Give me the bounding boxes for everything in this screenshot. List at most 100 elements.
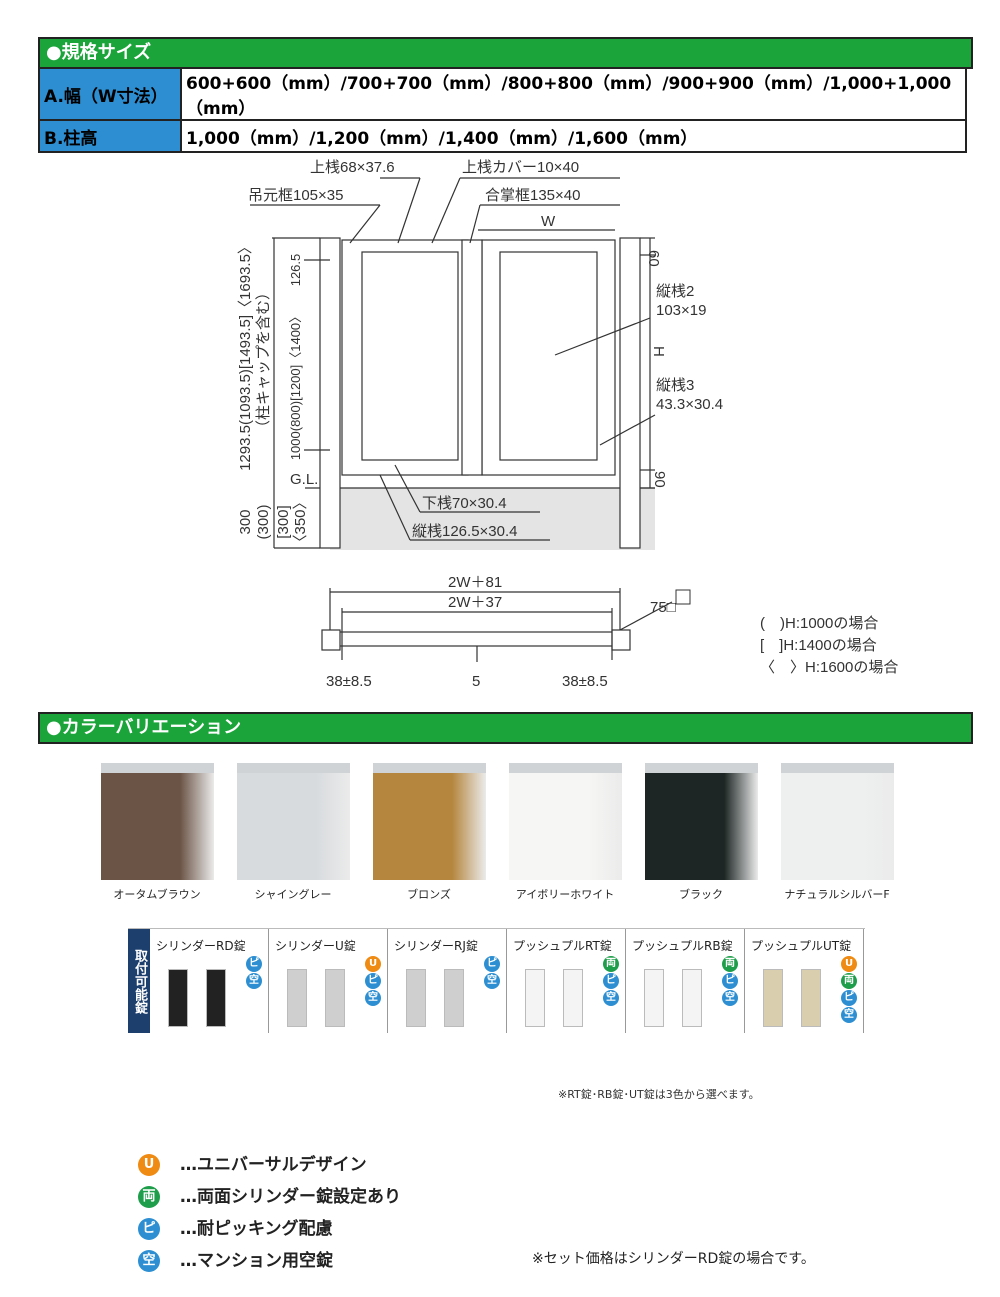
price-note: ※セット価格はシリンダーRD錠の場合です。 <box>532 1251 815 1267</box>
label-top-cover: 上桟カバー10×40 <box>462 159 579 176</box>
label-300b: (300) <box>255 504 272 539</box>
label-top-rail: 上桟68×37.6 <box>310 159 395 176</box>
color-swatch[interactable] <box>781 763 894 880</box>
lock-image <box>444 969 464 1027</box>
label-left-note: （柱キャップを含む） <box>255 285 272 435</box>
lock-name: シリンダーRJ錠 <box>394 939 478 953</box>
lock-image <box>525 969 545 1027</box>
color-name: オータムブラウン <box>113 888 201 901</box>
spec-value: 600+600（mm）/700+700（mm）/800+800（mm）/900+… <box>180 67 967 121</box>
label-h: H <box>650 346 667 357</box>
color-swatch[interactable] <box>101 763 214 880</box>
color-name: シャイングレー <box>254 888 332 901</box>
label-plan-left: 38±8.5 <box>326 673 372 690</box>
label-plan-inner: 2W＋37 <box>448 594 502 611</box>
legend-h1400: [ ]H:1400の場合 <box>760 637 877 654</box>
label-post: 75□ <box>650 599 676 616</box>
badge-icon: 空 <box>138 1250 160 1272</box>
lock-name: シリンダーU錠 <box>275 939 356 953</box>
badge-icon: 両 <box>722 956 738 972</box>
label-meeting-frame: 合掌框135×40 <box>485 187 580 204</box>
legend-text: …マンション用空錠 <box>180 1251 333 1271</box>
lock-name: プッシュプルUT錠 <box>751 939 852 953</box>
spec-header: ●規格サイズ <box>38 37 973 69</box>
label-300c: [300] <box>275 505 292 538</box>
label-350: 〈350〉 <box>292 494 309 549</box>
lock-name: プッシュプルRT錠 <box>513 939 612 953</box>
lock-item[interactable]: プッシュプルRB錠両ピ空 <box>626 929 745 1033</box>
label-left-total: 1293.5(1093.5)[1493.5]〈1693.5〉 <box>237 239 254 471</box>
color-swatch[interactable] <box>373 763 486 880</box>
legend-item: 空 …マンション用空錠 <box>138 1246 333 1272</box>
badge-icon: 空 <box>841 1007 857 1023</box>
badge-icon: 両 <box>603 956 619 972</box>
badge-icon: 空 <box>365 990 381 1006</box>
spec-key: A.幅（W寸法） <box>38 67 182 121</box>
color-header: ●カラーバリエーション <box>38 712 973 744</box>
color-name: ブラック <box>679 888 723 901</box>
label-300a: 300 <box>237 509 254 534</box>
spec-key: B.柱高 <box>38 119 182 153</box>
legend-text: …耐ピッキング配慮 <box>180 1219 333 1239</box>
color-swatch[interactable] <box>237 763 350 880</box>
color-swatch[interactable] <box>645 763 758 880</box>
label-plan-right: 38±8.5 <box>562 673 608 690</box>
spec-table: A.幅（W寸法）600+600（mm）/700+700（mm）/800+800（… <box>38 67 967 153</box>
legend-item: ピ…耐ピッキング配慮 <box>138 1214 333 1240</box>
color-name: ブロンズ <box>407 888 451 901</box>
lock-image <box>763 969 783 1027</box>
spec-value: 1,000（mm）/1,200（mm）/1,400（mm）/1,600（mm） <box>180 119 967 153</box>
badge-icon: 空 <box>246 973 262 989</box>
badge-icon: U <box>841 956 857 972</box>
label-left-h: 1000(800)[1200]〈1400〉 <box>288 310 303 460</box>
badge-icon: U <box>365 956 381 972</box>
lock-item[interactable]: シリンダーRJ錠ピ空 <box>388 929 507 1033</box>
badge-icon: ピ <box>246 956 262 972</box>
badge-icon: ピ <box>365 973 381 989</box>
label-w: W <box>541 213 556 230</box>
lock-note: ※RT錠･RB錠･UT錠は3色から選べます。 <box>558 1088 760 1101</box>
label-stile2: 縦桟2 <box>656 283 694 300</box>
badge-icon: ピ <box>841 990 857 1006</box>
badge-icon: U <box>138 1154 160 1176</box>
legend-item: U …ユニバーサルデザイン <box>138 1150 367 1176</box>
badge-icon: ピ <box>722 973 738 989</box>
lock-name: シリンダーRD錠 <box>156 939 246 953</box>
lock-side-label: 取付可能錠 <box>128 929 150 1033</box>
badge-icon: 空 <box>603 990 619 1006</box>
label-stile3-size: 43.3×30.4 <box>656 396 723 413</box>
lock-item[interactable]: シリンダーRD錠ピ空 <box>150 929 269 1033</box>
lock-image <box>325 969 345 1027</box>
color-swatch[interactable] <box>509 763 622 880</box>
label-stile2-size: 103×19 <box>656 302 706 319</box>
badge-icon: 両 <box>841 973 857 989</box>
legend-h1000: ( )H:1000の場合 <box>760 615 878 632</box>
legend-h1600: 〈 〉H:1600の場合 <box>760 659 898 676</box>
badge-icon: 空 <box>484 973 500 989</box>
label-stile: 縦桟126.5×30.4 <box>412 523 518 540</box>
legend-item: 両 …両面シリンダー錠設定あり <box>138 1182 401 1208</box>
label-hinge-frame: 吊元框105×35 <box>248 187 343 204</box>
legend-text: …ユニバーサルデザイン <box>180 1155 367 1175</box>
badge-icon: 両 <box>138 1186 160 1208</box>
label-90: 90 <box>651 471 668 488</box>
lock-image <box>563 969 583 1027</box>
badge-icon: ピ <box>484 956 500 972</box>
lock-image <box>168 969 188 1027</box>
lock-item[interactable]: プッシュプルRT錠両ピ空 <box>507 929 626 1033</box>
label-gl: G.L. <box>290 471 318 488</box>
label-plan-outer: 2W＋81 <box>448 574 502 591</box>
label-60: 60 <box>645 250 662 267</box>
label-plan-center: 5 <box>472 673 480 690</box>
lock-name: プッシュプルRB錠 <box>632 939 733 953</box>
lock-image <box>682 969 702 1027</box>
legend-text: …両面シリンダー錠設定あり <box>180 1187 401 1207</box>
label-bottom-rail: 下桟70×30.4 <box>422 495 507 512</box>
color-name: アイボリーホワイト <box>515 888 615 901</box>
label-126: 126.5 <box>288 254 303 287</box>
color-name: ナチュラルシルバーF <box>784 888 890 901</box>
